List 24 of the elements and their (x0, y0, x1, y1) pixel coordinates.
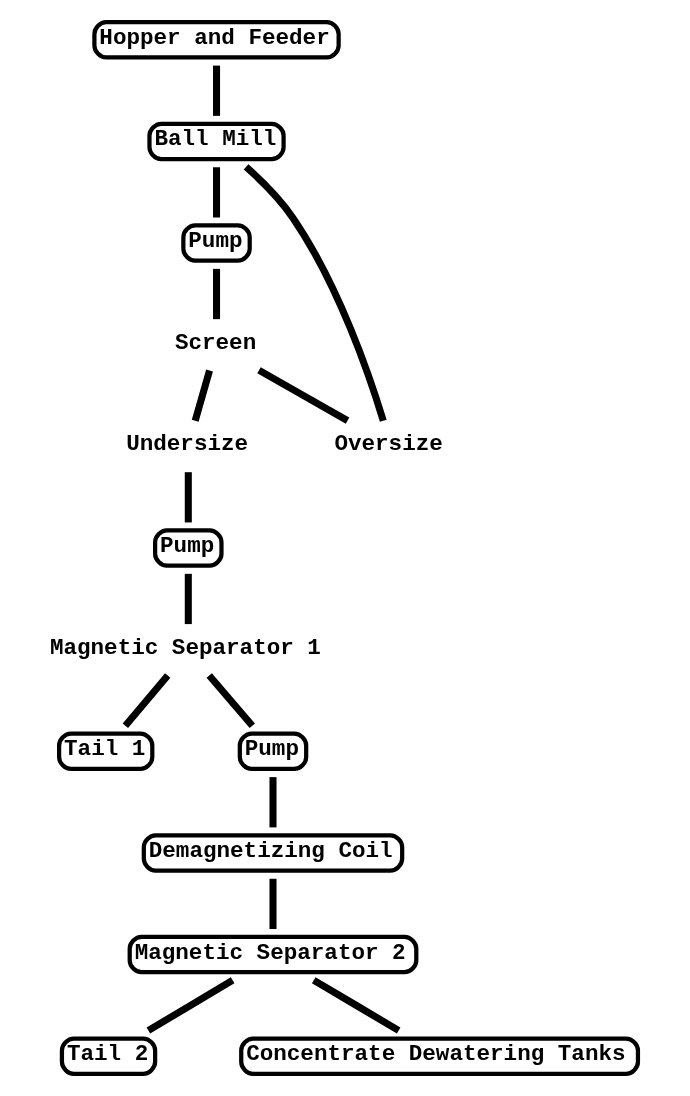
connector (213, 268, 221, 320)
node-box: Concentrate Dewatering Tanks (239, 1036, 641, 1076)
connector (269, 878, 277, 930)
connector (311, 977, 401, 1034)
node-text: Screen (174, 329, 257, 356)
connector (122, 673, 171, 728)
node-box: Pump (237, 731, 309, 772)
node-box: Pump (153, 528, 224, 568)
node-text: Oversize (334, 431, 443, 458)
connector (146, 977, 235, 1034)
connector (257, 367, 350, 424)
node-box: Pump (181, 223, 252, 263)
node-box: Demagnetizing Coil (141, 833, 405, 873)
connector (191, 369, 213, 422)
node-box: Tail 2 (59, 1036, 158, 1076)
node-box: Tail 1 (57, 731, 155, 772)
node-box: Magnetic Separator 2 (127, 934, 419, 975)
node-box: Hopper and Feeder (92, 20, 341, 60)
connector (206, 673, 255, 729)
connector (243, 164, 387, 422)
node-text: Undersize (126, 431, 249, 458)
node-box: Ball Mill (147, 121, 286, 162)
connector (184, 573, 192, 625)
node-text: Magnetic Separator 1 (49, 634, 321, 661)
